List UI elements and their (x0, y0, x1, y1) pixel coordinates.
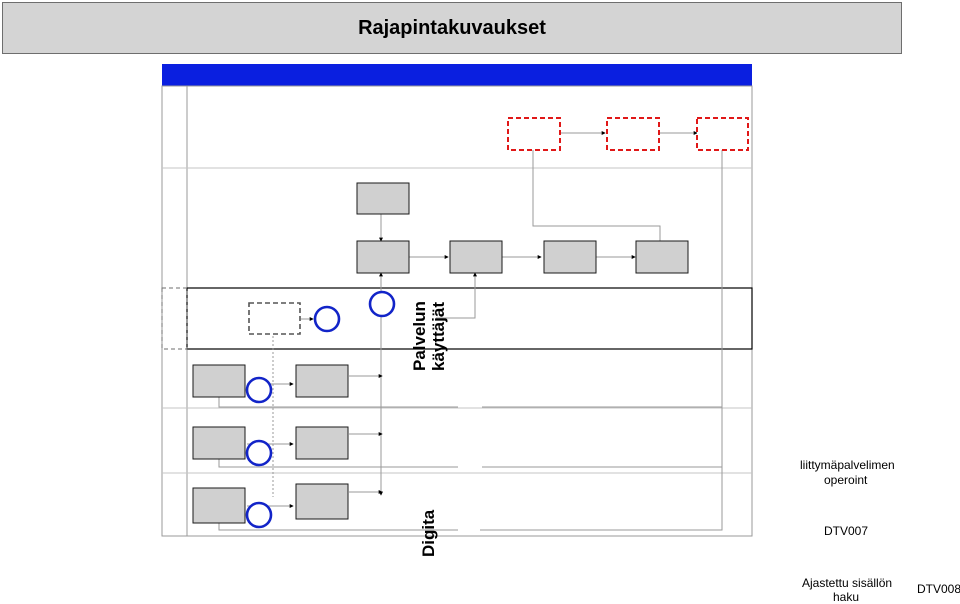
interface-code-label: DTV008 (917, 582, 960, 596)
event-circle (368, 290, 396, 318)
process-box (449, 240, 503, 274)
process-box (192, 426, 246, 460)
external-process-box (507, 117, 561, 151)
connector (218, 459, 458, 468)
process-box (635, 240, 689, 274)
connector (480, 150, 723, 531)
process-box (295, 426, 349, 460)
external-process-box (696, 117, 749, 151)
event-circle (245, 439, 273, 467)
scheduled-label-line2: haku (833, 590, 860, 604)
title-bar: Rajapintakuvaukset (2, 2, 902, 54)
optional-process-box (248, 302, 301, 335)
scheduled-label-line1: Ajastettu sisällön (802, 576, 893, 590)
connector (436, 272, 477, 319)
process-box (543, 240, 597, 274)
lane-label-users-line1: Palvelun (410, 301, 429, 371)
operations-label-line1: liittymäpalvelimen (800, 458, 895, 472)
interface-code-label: DTV007 (824, 524, 869, 538)
external-process-box (606, 117, 660, 151)
process-box (295, 364, 349, 398)
event-circle (245, 376, 273, 404)
connector (218, 523, 458, 531)
connector (218, 397, 458, 408)
process-box (295, 483, 349, 520)
process-box (192, 364, 246, 398)
process-box (356, 182, 410, 215)
users-lane (186, 287, 753, 350)
connector (532, 150, 661, 241)
users-lane-label-cell (161, 287, 188, 350)
process-box (356, 240, 410, 274)
diagram-header-strip (162, 64, 752, 86)
operations-label-line2: operoint (824, 473, 868, 487)
event-circle (245, 501, 273, 529)
page-title: Rajapintakuvaukset (358, 16, 546, 39)
lane-label-digital: Digita (419, 509, 438, 557)
process-box (192, 487, 246, 524)
event-circle (313, 305, 341, 333)
lane-label-users-line2: käyttäjät (429, 302, 448, 371)
